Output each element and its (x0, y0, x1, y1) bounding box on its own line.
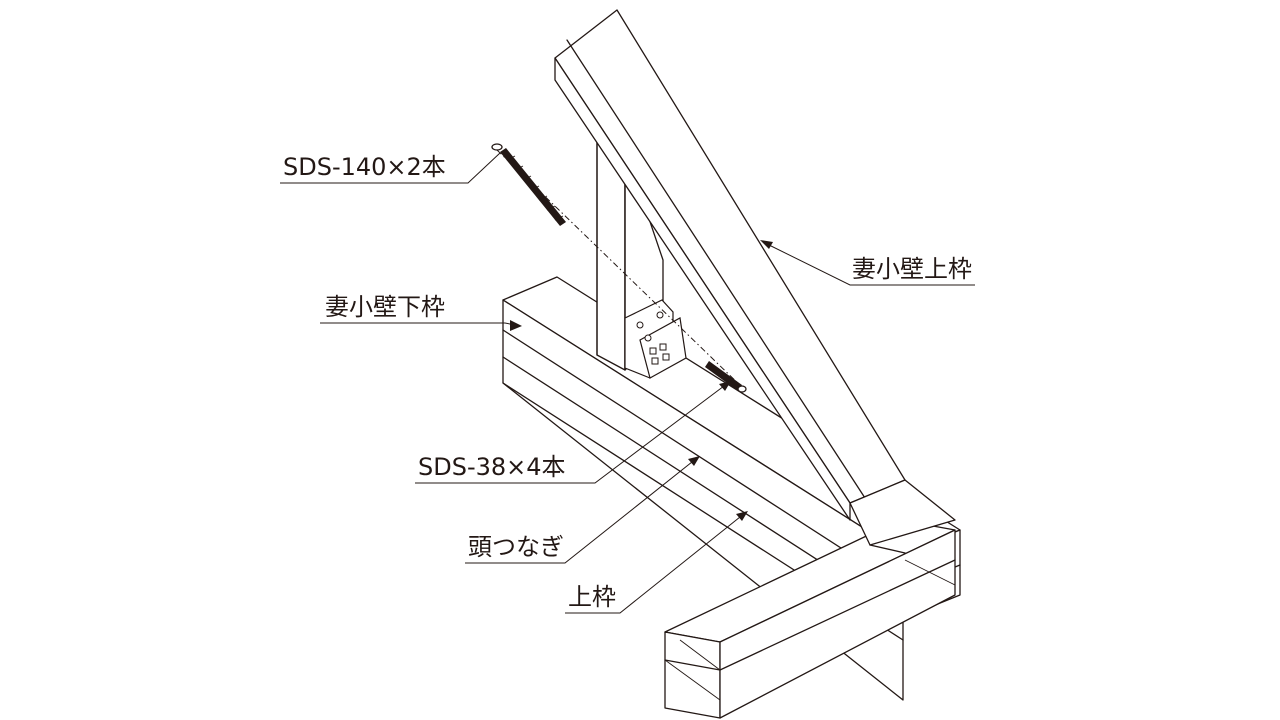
short-screw-sds38 (705, 361, 747, 393)
label-sds140: SDS-140×2本 (283, 153, 446, 181)
cross-beam (664, 519, 956, 719)
label-top-plate: 上枠 (568, 583, 616, 611)
leaders (280, 152, 975, 614)
label-upper-gable-frame: 妻小壁上枠 (852, 255, 972, 283)
label-sds38: SDS-38×4本 (418, 453, 566, 481)
metal-bracket (624, 299, 687, 379)
inclined-rafter (554, 9, 956, 554)
label-lower-gable-frame: 妻小壁下枠 (325, 293, 445, 321)
long-screw-sds140 (491, 143, 746, 391)
label-head-tie: 頭つなぎ (468, 533, 564, 561)
